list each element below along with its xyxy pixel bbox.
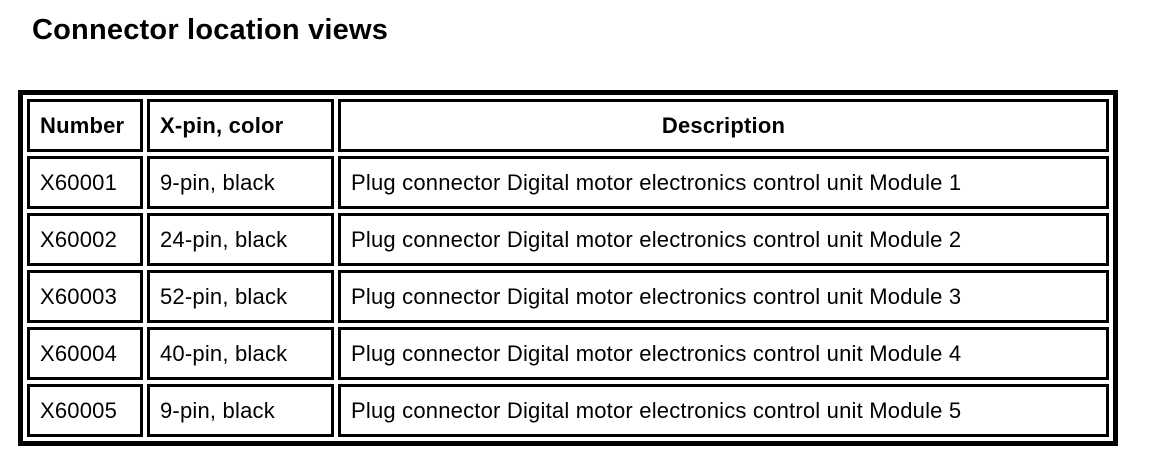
cell-pin-color: 9-pin, black	[147, 384, 334, 437]
table-header-row: Number X-pin, color Description	[27, 99, 1109, 152]
table-row: X60003 52-pin, black Plug connector Digi…	[27, 270, 1109, 323]
table-row: X60002 24-pin, black Plug connector Digi…	[27, 213, 1109, 266]
cell-number: X60004	[27, 327, 143, 380]
cell-number: X60003	[27, 270, 143, 323]
table-row: X60004 40-pin, black Plug connector Digi…	[27, 327, 1109, 380]
table-row: X60001 9-pin, black Plug connector Digit…	[27, 156, 1109, 209]
cell-number: X60001	[27, 156, 143, 209]
col-header-pin-color: X-pin, color	[147, 99, 334, 152]
cell-pin-color: 52-pin, black	[147, 270, 334, 323]
page-title: Connector location views	[32, 14, 389, 46]
col-header-description: Description	[338, 99, 1109, 152]
cell-description: Plug connector Digital motor electronics…	[338, 270, 1109, 323]
col-header-number: Number	[27, 99, 143, 152]
cell-pin-color: 40-pin, black	[147, 327, 334, 380]
cell-number: X60005	[27, 384, 143, 437]
cell-description: Plug connector Digital motor electronics…	[338, 156, 1109, 209]
table-row: X60005 9-pin, black Plug connector Digit…	[27, 384, 1109, 437]
cell-pin-color: 9-pin, black	[147, 156, 334, 209]
connector-location-table: Number X-pin, color Description X60001 9…	[18, 90, 1118, 446]
cell-number: X60002	[27, 213, 143, 266]
cell-description: Plug connector Digital motor electronics…	[338, 327, 1109, 380]
cell-pin-color: 24-pin, black	[147, 213, 334, 266]
cell-description: Plug connector Digital motor electronics…	[338, 384, 1109, 437]
cell-description: Plug connector Digital motor electronics…	[338, 213, 1109, 266]
